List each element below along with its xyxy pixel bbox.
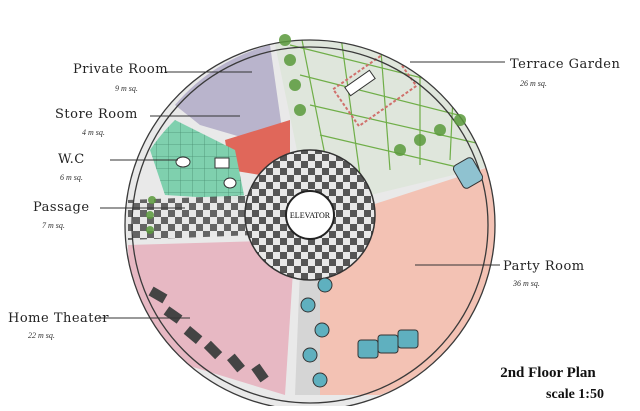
wc-area [150,120,245,200]
home-theater-area-text: 22 m sq. [28,331,55,340]
passage-label: Passage [33,200,90,215]
party-room-area-text: 36 m sq. [512,279,540,288]
passage-area [128,195,255,240]
elevator-label: ELEVATOR [290,211,331,220]
garden-hedges [146,34,466,234]
private-room-area-text: 9 m sq. [115,84,138,93]
private-room-label: Private Room [73,62,168,77]
store-room-label: Store Room [55,107,138,122]
party-room-label: Party Room [503,259,585,274]
store-room-area-text: 4 m sq. [82,128,105,137]
wc-area-text: 6 m sq. [60,173,83,182]
passage-area-text: 7 m sq. [42,221,65,230]
theater-seating [148,286,269,383]
elevator-shaft [285,190,335,240]
plan-title: 2nd Floor Plan [500,365,596,381]
terrace-garden-label: Terrace Garden [510,57,621,72]
wc-label: W.C [58,152,85,167]
terrace-deck [331,47,418,128]
leader-lines [98,61,505,319]
home-theater-label: Home Theater [8,311,109,326]
wc-fixtures [175,156,237,189]
terrace-garden-area-text: 26 m sq. [520,79,547,88]
plan-scale: scale 1:50 [546,387,604,402]
party-furniture [300,157,484,388]
terrace-bench [344,69,376,97]
private-room-area [175,45,285,150]
outer-wall-inner [131,46,489,404]
